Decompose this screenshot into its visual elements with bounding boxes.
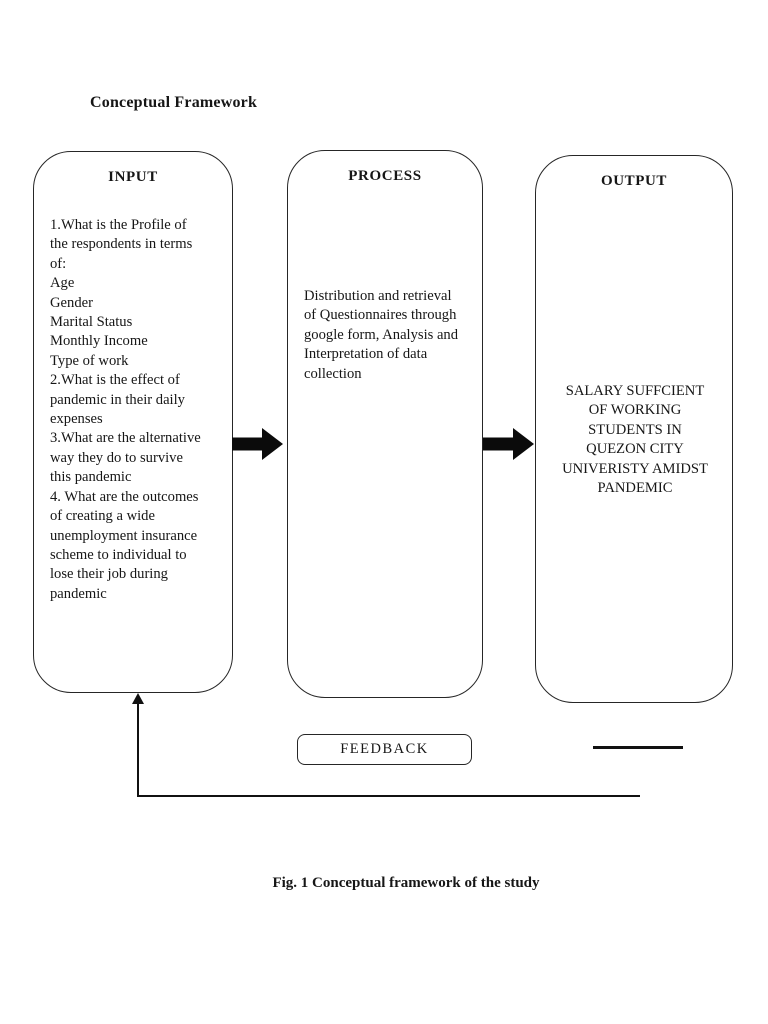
input-text-line: Monthly Income <box>50 333 148 350</box>
output-box-header: OUTPUT <box>600 173 668 189</box>
input-text-line: expenses <box>50 411 103 428</box>
input-text-line: pandemic <box>50 585 107 602</box>
input-text-line: 4. What are the outcomes <box>50 488 199 505</box>
input-text-line: Gender <box>50 294 93 311</box>
input-text-line: Marital Status <box>50 314 133 331</box>
input-text-line: scheme to individual to <box>50 546 187 563</box>
process-box-body: Distribution and retrieval of Questionnai… <box>304 287 484 384</box>
output-text-line: OF WORKING <box>588 402 682 419</box>
input-text-line: Type of work <box>50 352 129 369</box>
process-to-output-arrow-icon <box>483 427 535 466</box>
feedback-box: FEEDBACK <box>297 734 472 765</box>
input-text-line: the respondents in terms <box>50 236 193 253</box>
feedback-vertical-line <box>137 703 139 797</box>
input-text-line: this pandemic <box>50 469 132 486</box>
output-text-line: STUDENTS IN <box>588 421 682 438</box>
process-text-line: collection <box>304 365 362 382</box>
process-box-header: PROCESS <box>348 168 422 184</box>
output-text-line: UNIVERISTY AMIDST <box>562 460 708 477</box>
figure-caption: Fig. 1 Conceptual framework of the study <box>272 875 540 891</box>
input-text-line: of: <box>50 255 67 272</box>
output-box-body: SALARY SUFFCIENT OF WORKING STUDENTS IN QUE… <box>545 382 725 498</box>
input-box: INPUT 1.What is the Profile of the respon… <box>33 151 233 693</box>
input-to-process-arrow-icon <box>232 427 284 466</box>
input-box-body: 1.What is the Profile of the respondents … <box>50 216 232 604</box>
process-text-line: google form, Analysis and <box>304 326 459 343</box>
input-text-line: lose their job during <box>50 566 168 583</box>
feedback-label: FEEDBACK <box>340 741 429 757</box>
input-text-line: 1.What is the Profile of <box>50 217 187 233</box>
feedback-up-arrowhead-icon <box>132 693 144 704</box>
process-text-line: of Questionnaires through <box>304 307 457 324</box>
output-text-line: PANDEMIC <box>597 480 673 497</box>
process-box: PROCESS Distribution and retrieval of Que… <box>287 150 483 698</box>
page-title: Conceptual Framework <box>90 94 258 111</box>
output-box: OUTPUT SALARY SUFFCIENT OF WORKING STUDENT… <box>535 155 733 703</box>
input-text-line: 3.What are the alternative <box>50 430 201 447</box>
input-text-line: unemployment insurance <box>50 527 198 544</box>
input-text-line: way they do to survive <box>50 449 183 466</box>
input-text-line: 2.What is the effect of <box>50 372 180 389</box>
process-text-line: Interpretation of data <box>304 346 428 363</box>
output-text-line: SALARY SUFFCIENT <box>565 383 705 399</box>
short-horizontal-line <box>593 746 683 749</box>
input-text-line: Age <box>50 275 75 292</box>
process-text-line: Distribution and retrieval <box>304 288 452 304</box>
input-box-header: INPUT <box>108 169 158 185</box>
input-text-line: pandemic in their daily <box>50 391 185 408</box>
feedback-horizontal-line <box>137 795 640 797</box>
input-text-line: of creating a wide <box>50 508 155 525</box>
output-text-line: QUEZON CITY <box>586 441 684 458</box>
